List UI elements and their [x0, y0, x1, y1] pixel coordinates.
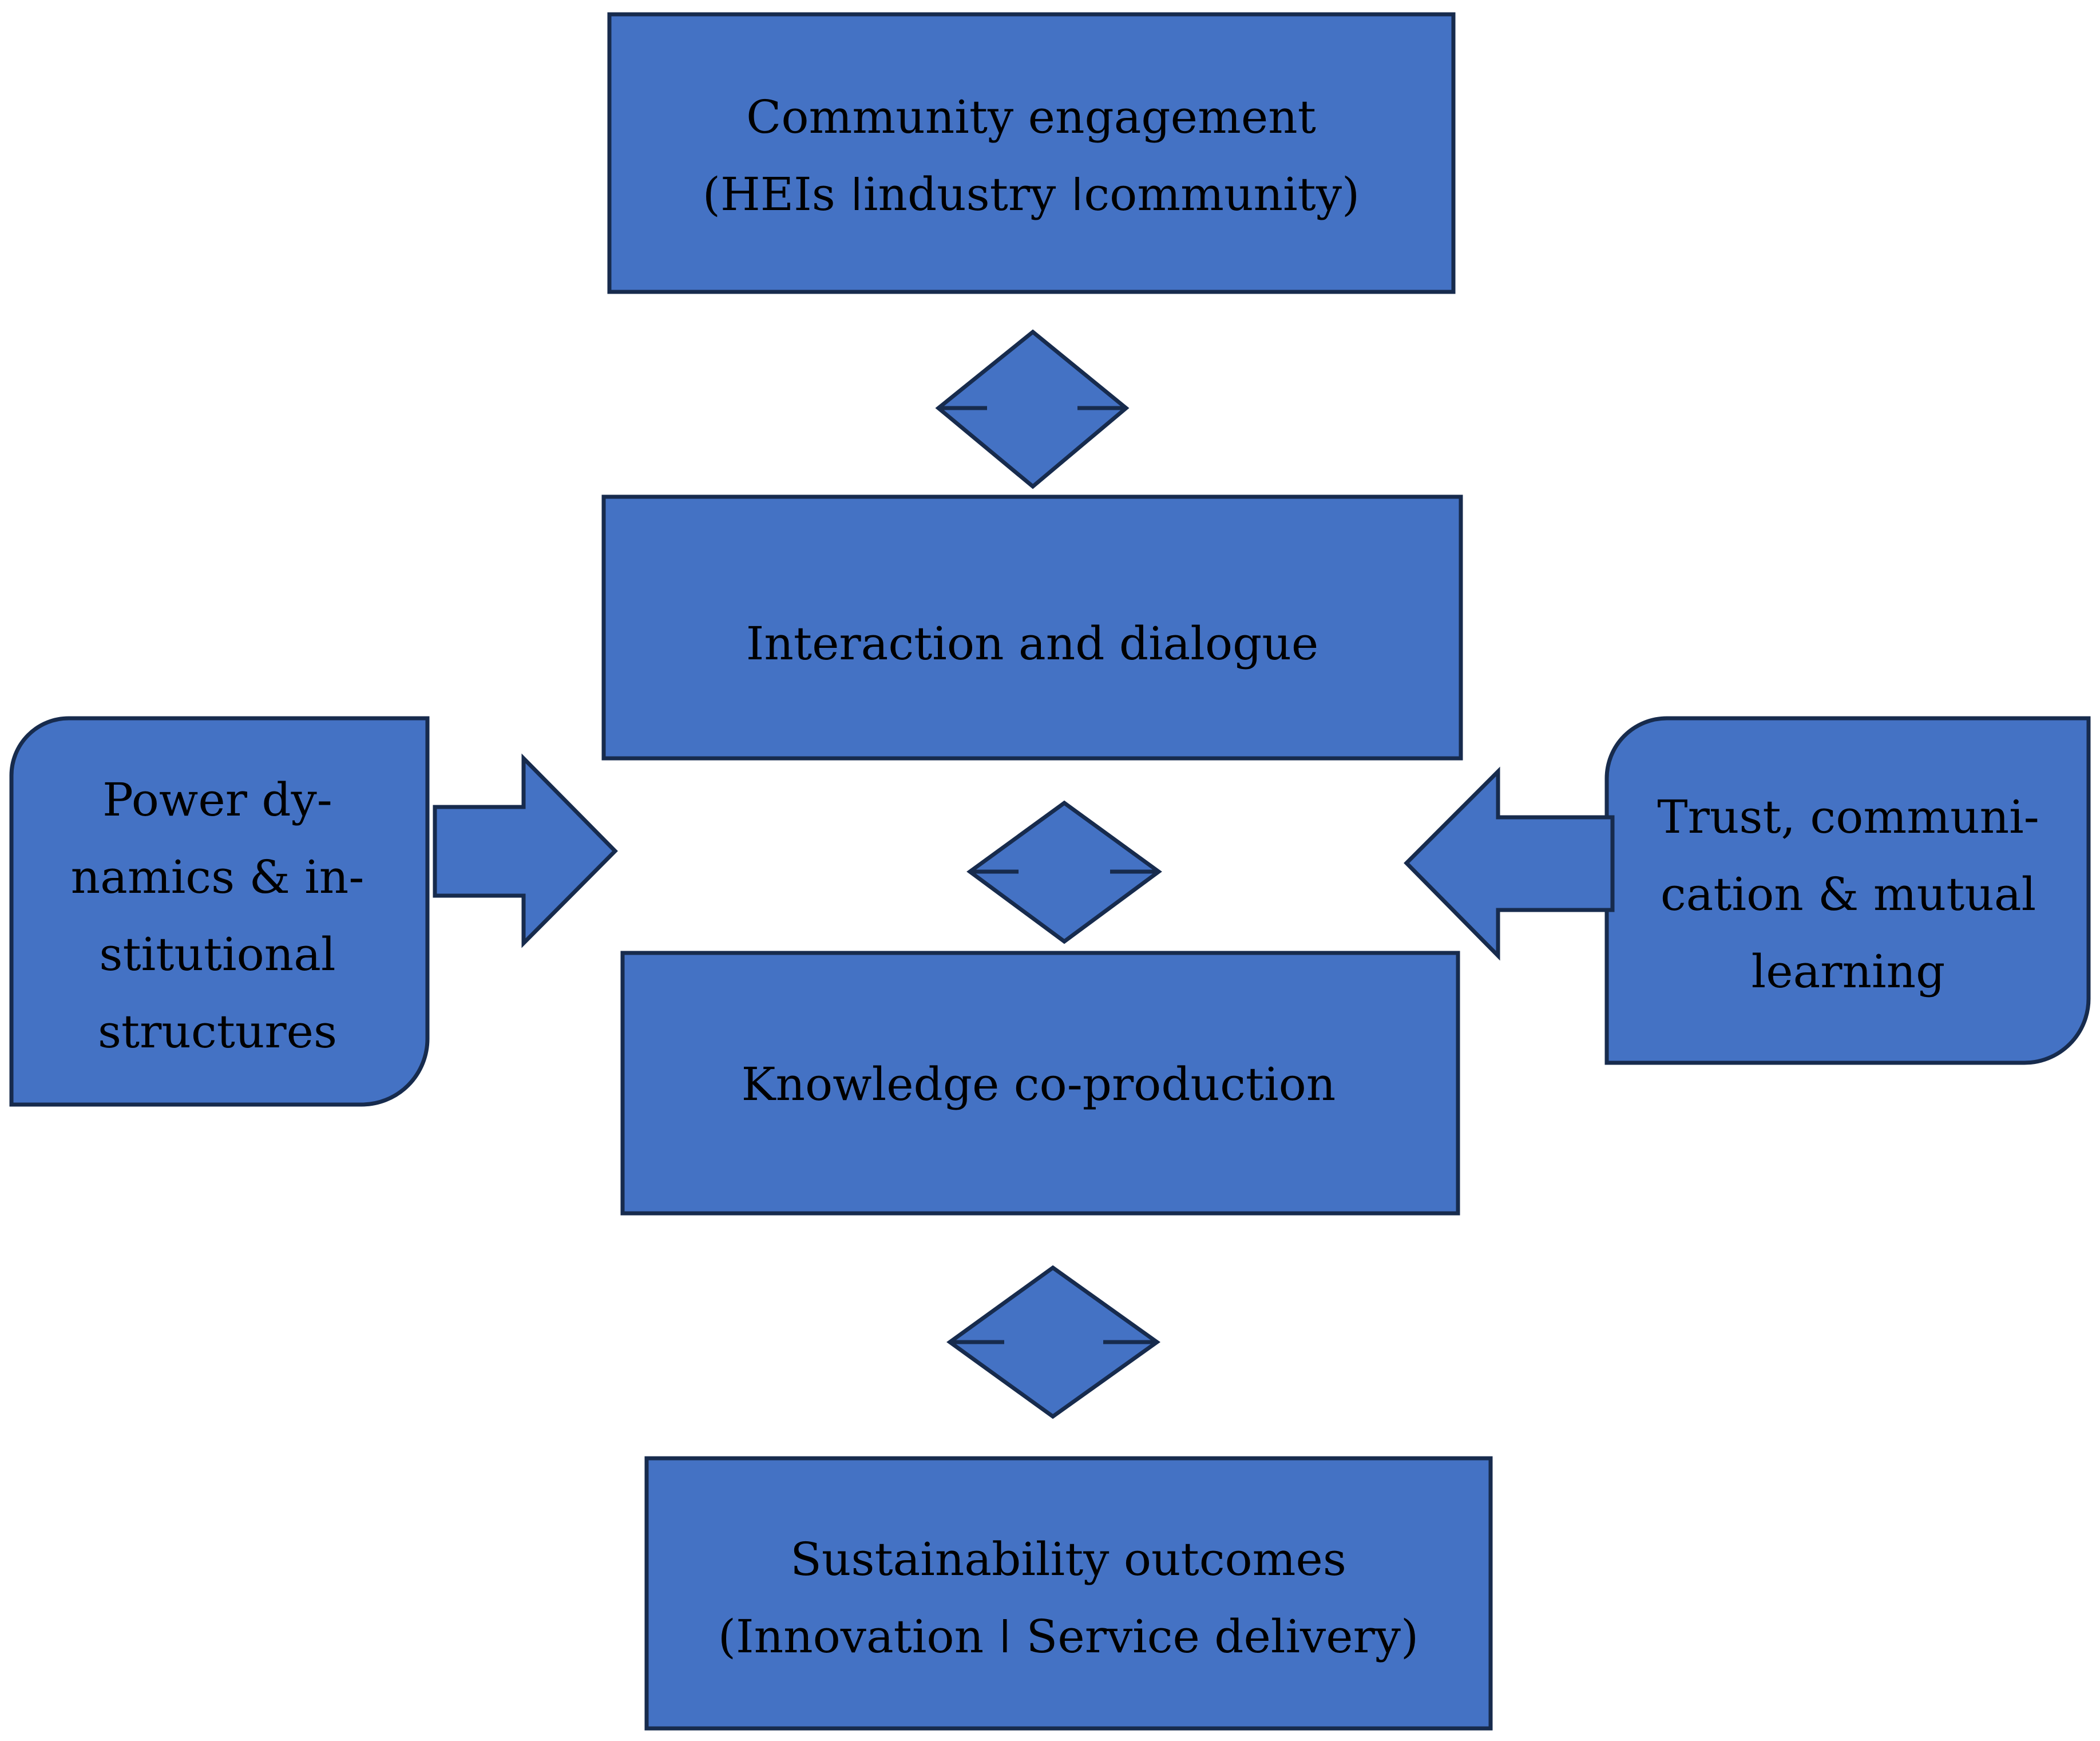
left-arrow-icon	[1404, 766, 1615, 961]
community-engagement-box: Community engagement (HEIs ǀindustry ǀco…	[607, 12, 1456, 294]
diamond-connector-3	[946, 1265, 1161, 1419]
power-dynamics-line-2: namics & in-	[71, 850, 364, 904]
power-dynamics-line-3: stitutional	[99, 928, 335, 981]
community-engagement-line-2: (HEIs ǀindustry ǀcommunity)	[703, 168, 1360, 221]
trust-communication-line-3: learning	[1752, 945, 1946, 998]
diamond-connector-1	[935, 329, 1130, 489]
trust-communication-line-2: cation & mutual	[1661, 868, 2036, 921]
interaction-dialogue-box: Interaction and dialogue	[601, 494, 1463, 761]
power-dynamics-line-4: structures	[98, 1005, 337, 1058]
interaction-dialogue-label: Interaction and dialogue	[746, 617, 1318, 670]
sustainability-outcomes-line-2: (Innovation ǀ Service delivery)	[718, 1610, 1419, 1663]
sustainability-outcomes-box: Sustainability outcomes (Innovation ǀ Se…	[644, 1456, 1493, 1731]
diamond-connector-2	[966, 800, 1162, 944]
knowledge-coproduction-box: Knowledge co-production	[620, 951, 1460, 1216]
knowledge-coproduction-label: Knowledge co-production	[742, 1058, 1336, 1111]
community-engagement-line-1: Community engagement	[746, 90, 1316, 144]
trust-communication-note: Trust, communi- cation & mutual learning	[1604, 716, 2091, 1065]
sustainability-outcomes-line-1: Sustainability outcomes	[790, 1533, 1346, 1586]
right-arrow-icon	[433, 753, 618, 948]
power-dynamics-line-1: Power dy-	[102, 773, 332, 826]
power-dynamics-note: Power dy- namics & in- stitutional struc…	[9, 716, 430, 1107]
trust-communication-line-1: Trust, communi-	[1657, 790, 2039, 844]
